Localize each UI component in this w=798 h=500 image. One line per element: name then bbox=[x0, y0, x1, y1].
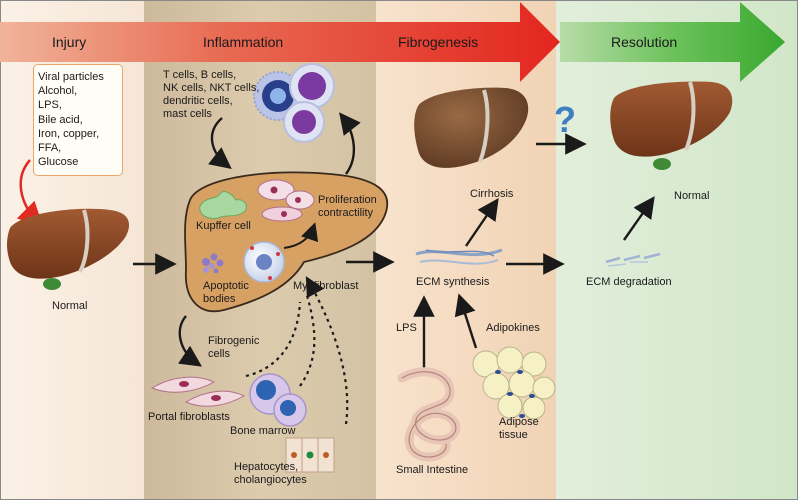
label-cells: cells bbox=[208, 348, 231, 360]
label-contractility: contractility bbox=[318, 207, 374, 219]
injury-agent: Glucose bbox=[38, 156, 79, 169]
label-cirrhosis: Cirrhosis bbox=[470, 188, 514, 200]
kupffer-cell-icon bbox=[199, 191, 247, 219]
ecm-degraded-fibers-icon bbox=[605, 252, 661, 267]
label-adipose: Adipose bbox=[499, 416, 539, 428]
label-hepatocytes: Hepatocytes, bbox=[234, 461, 299, 473]
phase-inflammation: Inflammation bbox=[203, 34, 284, 50]
label-proliferation: Proliferation bbox=[318, 194, 377, 206]
immune-cells-icon bbox=[253, 63, 335, 143]
injury-agent: FFA, bbox=[38, 142, 62, 155]
label-immune-cells-line2: NK cells, NKT cells, bbox=[163, 82, 260, 94]
label-tissue: tissue bbox=[499, 429, 528, 441]
label-fibrogenic: Fibrogenic bbox=[208, 335, 260, 347]
resolution-panel bbox=[556, 0, 798, 500]
label-ecm-degradation: ECM degradation bbox=[586, 276, 672, 288]
label-normal-left: Normal bbox=[52, 300, 88, 312]
normal-liver-right bbox=[610, 81, 733, 170]
label-apoptotic: Apoptotic bbox=[203, 280, 249, 292]
label-small-intestine: Small Intestine bbox=[396, 464, 469, 476]
normal-liver-left bbox=[7, 208, 130, 290]
label-portal-fibroblasts: Portal fibroblasts bbox=[148, 411, 230, 423]
portal-fibroblasts-icon bbox=[150, 376, 246, 407]
injury-agents-box bbox=[33, 64, 123, 176]
label-bodies: bodies bbox=[203, 293, 236, 305]
injury-agent: Alcohol, bbox=[38, 85, 78, 98]
ecm-fibers-icon bbox=[415, 248, 503, 265]
progression-arrow bbox=[0, 2, 560, 82]
cirrhotic-liver bbox=[414, 87, 529, 168]
injury-agent: Iron, copper, bbox=[38, 127, 100, 140]
injury-agent: LPS, bbox=[38, 99, 62, 112]
label-myofibroblast: Myofibroblast bbox=[293, 280, 359, 292]
resolution-arrow bbox=[560, 2, 785, 82]
label-immune-cells-line3: dendritic cells, bbox=[163, 95, 233, 107]
bone-marrow-cells-icon bbox=[249, 373, 307, 427]
label-ecm-synthesis: ECM synthesis bbox=[416, 276, 490, 288]
injury-agent: Bile acid, bbox=[38, 113, 83, 126]
phase-fibrogenesis: Fibrogenesis bbox=[398, 34, 479, 50]
label-immune-cells-line4: mast cells bbox=[163, 108, 212, 120]
apoptotic-bodies-icon bbox=[202, 253, 224, 274]
label-immune-cells-line1: T cells, B cells, bbox=[163, 69, 237, 81]
label-cholangiocytes: cholangiocytes bbox=[234, 474, 307, 486]
phase-resolution: Resolution bbox=[611, 34, 678, 50]
myofibroblast-cell-icon bbox=[243, 241, 285, 283]
hepatocytes-icon bbox=[285, 437, 335, 473]
label-lps: LPS bbox=[396, 322, 417, 334]
injury-agent: Viral particles bbox=[38, 71, 104, 83]
label-bone-marrow: Bone marrow bbox=[230, 425, 296, 437]
label-kupffer-cell: Kupffer cell bbox=[196, 220, 251, 232]
small-intestine-icon bbox=[397, 367, 461, 462]
adipose-tissue-icon bbox=[472, 346, 556, 420]
injury-agents-list: Viral particles Alcohol, LPS, Bile acid,… bbox=[38, 70, 104, 169]
phase-injury: Injury bbox=[52, 34, 87, 50]
label-adipokines: Adipokines bbox=[486, 322, 540, 334]
proliferating-cells-icon bbox=[257, 179, 315, 222]
fibrogenesis-panel bbox=[376, 0, 556, 500]
question-mark: ? bbox=[554, 99, 576, 140]
label-normal-right: Normal bbox=[674, 190, 710, 202]
